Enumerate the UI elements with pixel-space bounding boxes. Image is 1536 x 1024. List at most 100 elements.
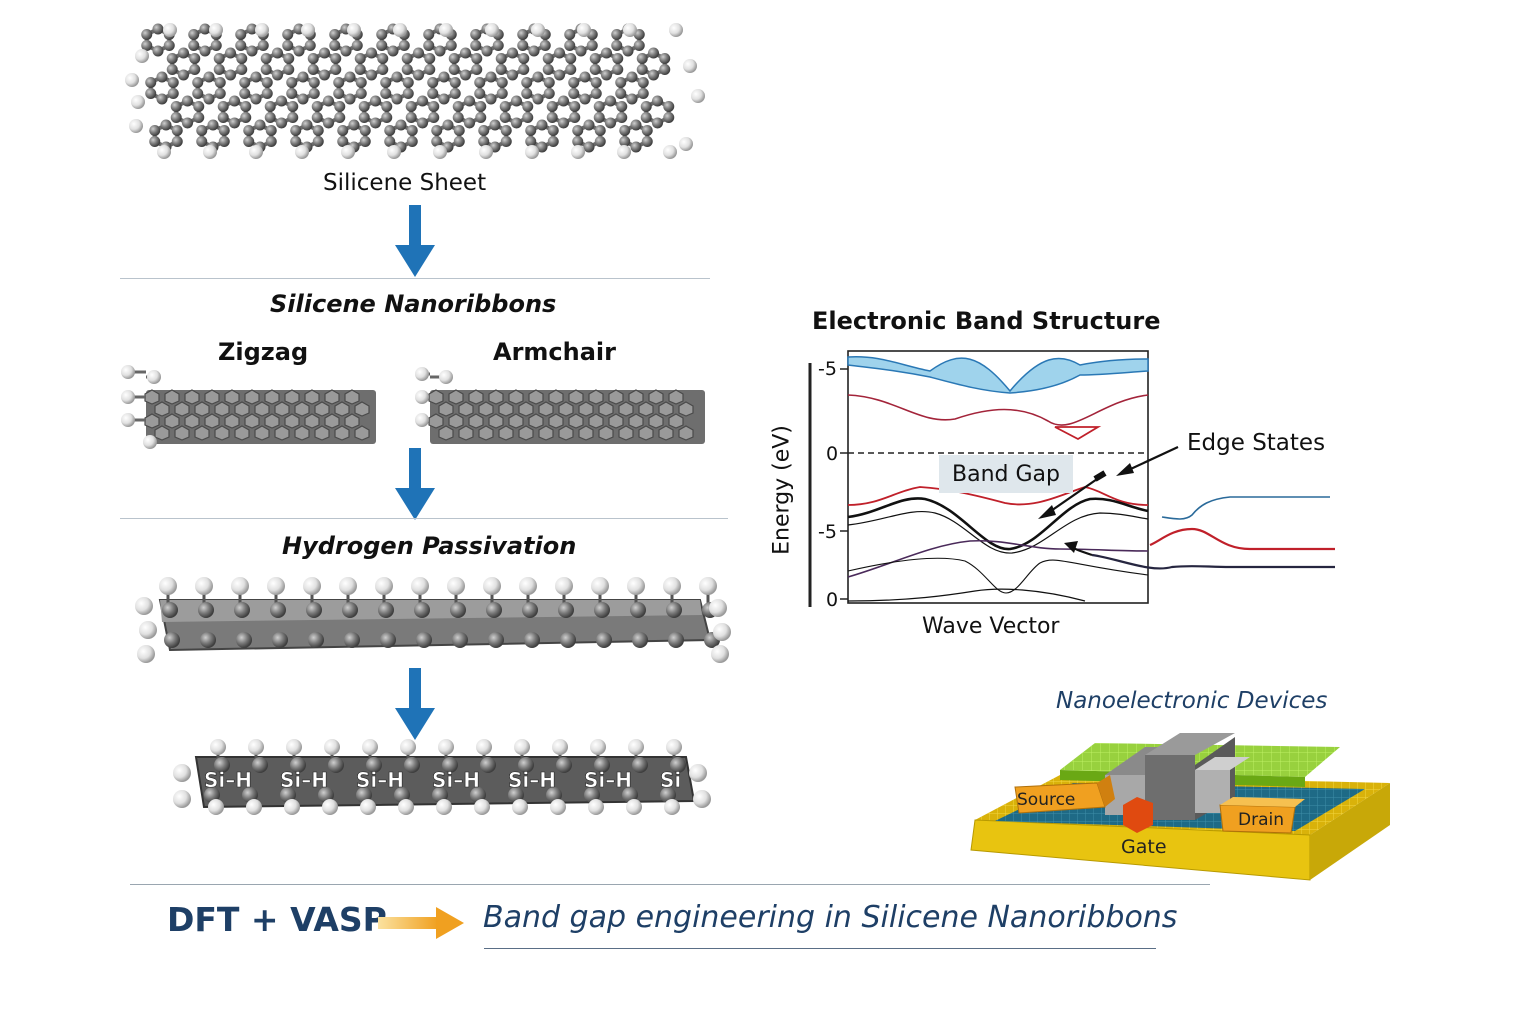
si-atom [496,88,508,99]
si-atom [214,757,230,773]
si-atom [460,47,471,59]
si-atom [558,95,569,107]
si-atom [328,757,344,773]
h-atom [137,645,155,663]
h-atom [322,799,338,815]
si-atom [630,119,642,131]
si-atom [257,40,269,51]
si-atom [329,29,341,40]
si-atom [192,77,204,88]
si-atom [648,47,659,59]
si-atom [301,119,313,131]
h-atom [375,577,393,595]
h-atom [628,739,644,755]
si-atom [630,141,642,153]
si-atom [445,40,457,51]
si-atom [182,95,193,107]
si-atom [334,425,350,441]
si-atom [518,53,530,64]
si-atom [611,40,623,51]
si-atom [213,64,225,75]
si-atom [428,413,444,429]
valence-band-deep [847,557,1149,594]
si-atom [417,117,428,129]
si-atom [192,88,204,99]
si-atom [344,71,356,83]
si-atom [438,425,454,441]
si-atom [538,425,554,441]
si-atom [378,602,394,618]
band-structure-plot [808,350,1335,607]
section-divider [120,518,728,519]
h-atom [669,23,683,37]
si-atom [246,45,258,57]
extension-curve-red [1149,527,1335,551]
si-atom [244,413,260,429]
si-atom [489,119,501,131]
h-atom [286,739,302,755]
si-atom [536,141,548,153]
si-atom [265,125,277,136]
si-atom [235,29,247,40]
si-atom [452,632,468,648]
si-atom [652,95,663,107]
si-atom [395,119,407,131]
h-atom [324,739,340,755]
si-h-bond-label: Si–H [584,768,632,792]
h-atom [231,577,249,595]
si-atom [359,136,371,147]
si-atom [319,69,330,81]
h-atom [303,577,321,595]
valence-band-purple [847,539,1149,578]
x-axis-label: Wave Vector [922,614,1060,639]
si-atom [511,95,522,107]
h-atom [159,577,177,595]
si-atom [308,77,320,88]
si-atom [405,112,417,123]
y-tick-label: -5 [818,521,837,543]
si-atom [178,47,189,59]
h-atom [208,799,224,815]
h-atom [362,739,378,755]
si-atom [452,101,464,112]
si-atom [517,40,529,51]
h-atom [203,145,217,159]
h-atom [347,23,361,37]
h-atom [590,739,606,755]
si-atom [312,125,324,136]
h-atom [577,23,591,37]
h-atom [163,23,177,37]
si-atom [283,64,295,75]
h-atom [666,739,682,755]
si-atom [323,95,334,107]
si-atom [405,101,417,112]
h-atom [555,577,573,595]
h-atom [129,119,143,133]
si-atom [261,88,273,99]
si-atom [532,71,544,83]
si-atom [427,88,439,99]
si-atom [160,119,172,131]
transistor-device-graphic: Source Drain Gate [970,733,1390,881]
si-h-bond-label: Si–H [432,768,480,792]
si-atom [485,93,497,105]
si-atom [194,401,210,417]
si-atom [438,71,450,83]
si-atom [314,425,330,441]
si-atom [431,136,443,147]
si-atom [666,602,682,618]
si-atom [442,119,454,131]
si-atom [568,77,580,88]
si-atom [626,71,638,83]
si-atom [588,413,604,429]
h-atom [711,645,729,663]
si-atom [596,632,612,648]
si-atom [448,389,464,405]
si-atom [619,136,631,147]
si-atom [354,64,366,75]
si-atom [588,389,604,405]
si-atom [578,425,594,441]
si-atom [304,40,316,51]
si-atom [448,413,464,429]
si-atom [193,101,205,112]
